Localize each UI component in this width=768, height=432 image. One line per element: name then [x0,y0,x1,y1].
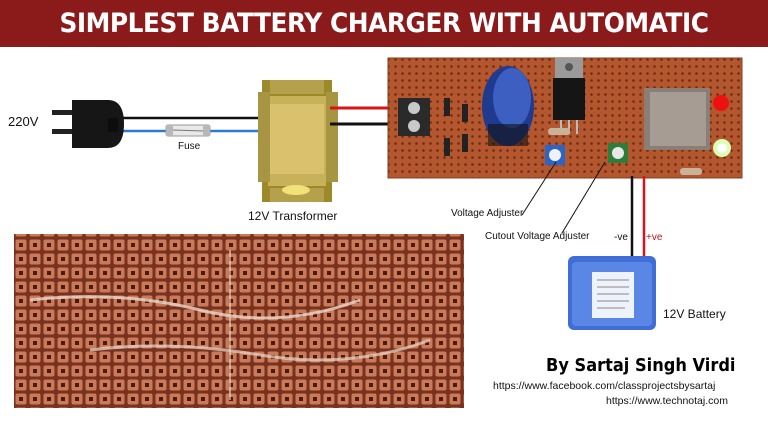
copper-board-photo [14,234,464,408]
title-banner [0,0,768,47]
battery-label: 12V Battery [663,307,726,321]
pointer-cutout-adjuster [561,161,606,234]
fuse-label: Fuse [178,141,201,152]
pointer-voltage-adjuster [521,161,557,216]
negative-label: -ve [614,232,628,243]
transformer-label: 12V Transformer [248,209,338,223]
positive-label: +ve [646,232,663,243]
author-credit: By Sartaj Singh Virdi [546,355,736,376]
battery-icon [568,256,656,330]
transformer-icon [258,80,338,202]
website-link[interactable]: https://www.technotaj.com [606,395,728,407]
facebook-link[interactable]: https://www.facebook.com/classprojectsby… [493,380,716,392]
cutout-adjuster-label: Cutout Voltage Adjuster [485,231,590,242]
pcb-board-icon [387,57,743,179]
plug-icon [52,100,124,148]
mains-voltage-label: 220V [8,114,39,129]
fuse-icon [165,124,211,137]
voltage-adjuster-label: Voltage Adjuster [451,208,524,219]
page-title: SIMPLEST BATTERY CHARGER WITH AUTOMATIC … [59,8,709,86]
